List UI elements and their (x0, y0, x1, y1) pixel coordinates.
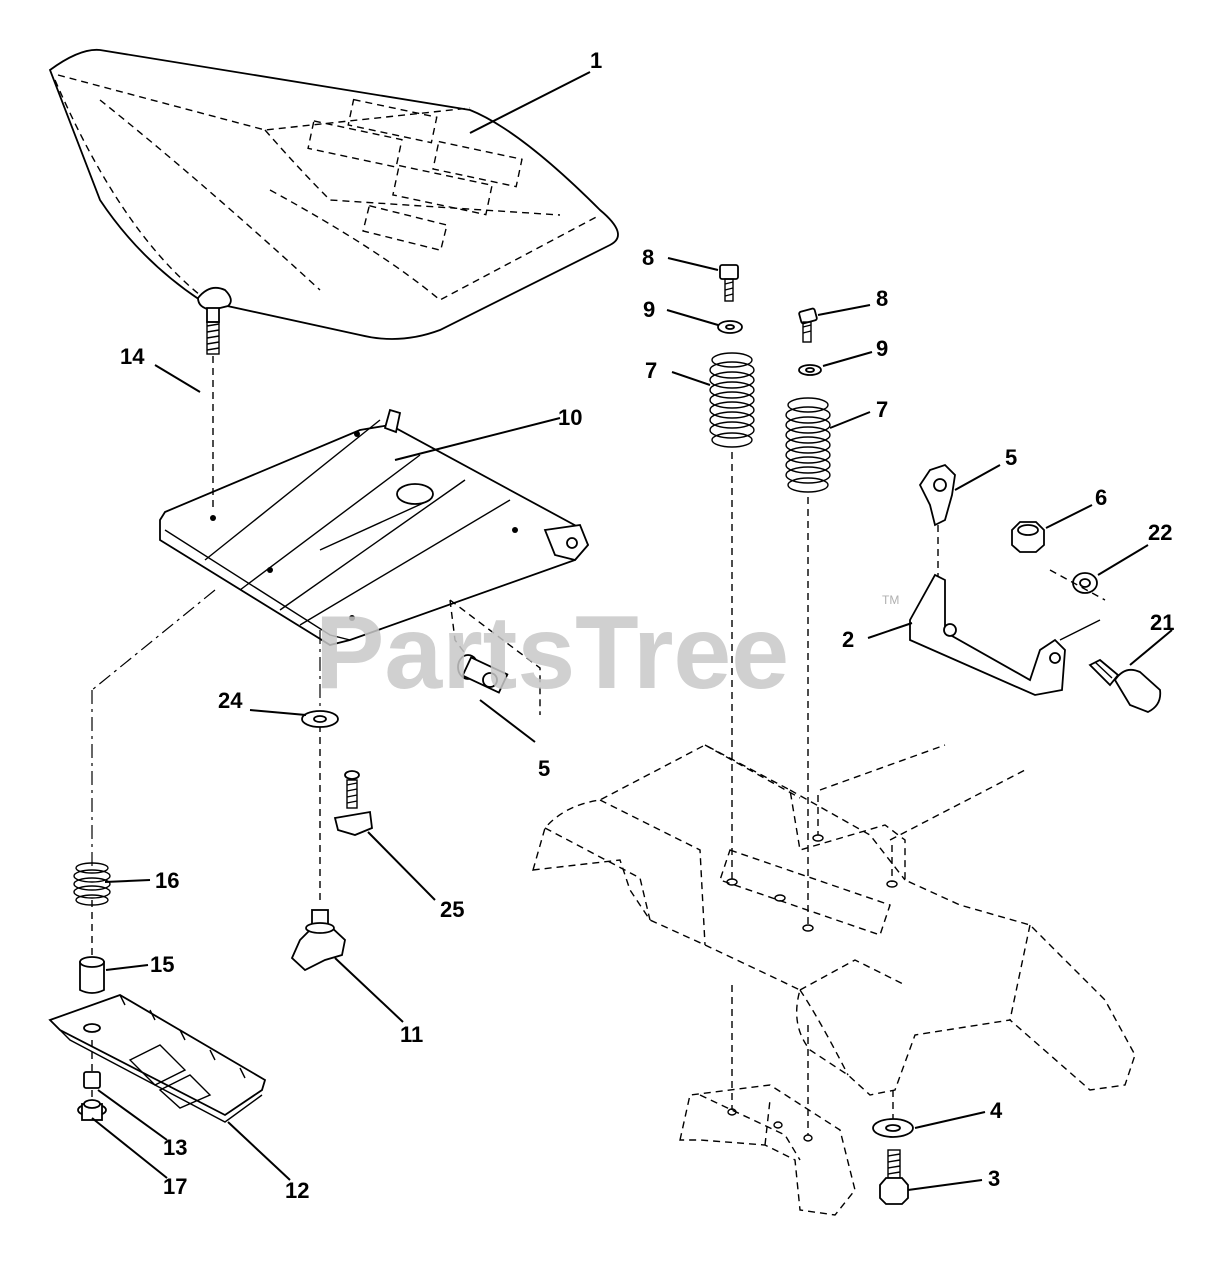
carriage-bolt[interactable] (154, 286, 232, 510)
callout-9-right: 9 (876, 336, 888, 361)
lower-mounting-bracket (679, 1084, 856, 1216)
callout-8-left: 8 (642, 245, 654, 270)
callout-25: 25 (440, 897, 464, 922)
washer-4[interactable] (872, 1111, 986, 1138)
bolt-8-right[interactable] (798, 304, 871, 343)
callout-6: 6 (1095, 485, 1107, 510)
washer-24[interactable] (249, 709, 339, 728)
callout-2: 2 (842, 627, 854, 652)
seat-pan[interactable] (159, 408, 590, 646)
spring-7-left[interactable] (671, 352, 755, 448)
lock-nut[interactable] (83, 1071, 168, 1141)
callout-21: 21 (1150, 610, 1174, 635)
callout-11: 11 (400, 1022, 423, 1047)
adjust-knob[interactable] (1088, 629, 1173, 713)
fender-deck (532, 744, 1136, 1096)
knob[interactable] (290, 909, 404, 1023)
callout-12: 12 (285, 1178, 309, 1203)
callout-17: 17 (163, 1174, 187, 1199)
bolt-8-left[interactable] (667, 257, 739, 302)
callout-10: 10 (558, 405, 582, 430)
callout-16: 16 (155, 868, 179, 893)
callout-9-left: 9 (643, 297, 655, 322)
callout-3: 3 (988, 1166, 1000, 1191)
washer-9-left[interactable] (666, 309, 743, 334)
watermark-trademark: TM (882, 593, 899, 607)
spacer[interactable] (79, 956, 149, 994)
spring-7-right[interactable] (785, 397, 871, 493)
callout-15: 15 (150, 952, 174, 977)
callout-24: 24 (218, 688, 243, 713)
callout-7-right: 7 (876, 397, 888, 422)
callout-4: 4 (990, 1098, 1003, 1123)
callout-14: 14 (120, 344, 145, 369)
mounting-plate[interactable] (48, 994, 291, 1181)
callout-7-left: 7 (645, 358, 657, 383)
seat[interactable] (48, 48, 619, 340)
callout-13: 13 (163, 1135, 187, 1160)
callout-5-lower: 5 (538, 756, 550, 781)
shoulder-bolt[interactable] (333, 770, 436, 901)
spring-16[interactable] (73, 862, 151, 906)
callout-22: 22 (1148, 520, 1172, 545)
callout-5-upper: 5 (1005, 445, 1017, 470)
hex-bolt[interactable] (879, 1149, 983, 1205)
nut-22[interactable] (1072, 544, 1149, 594)
switch-bracket[interactable] (867, 573, 1101, 696)
washer-9-right[interactable] (798, 351, 873, 376)
flange-nut[interactable] (77, 1099, 168, 1179)
seat-switch-lower[interactable] (449, 599, 541, 743)
seat-switch-upper[interactable] (918, 463, 1001, 527)
callout-8-right: 8 (876, 286, 888, 311)
nut-6[interactable] (1011, 504, 1093, 553)
watermark: PartsTree (315, 595, 789, 711)
callout-1: 1 (590, 48, 602, 73)
